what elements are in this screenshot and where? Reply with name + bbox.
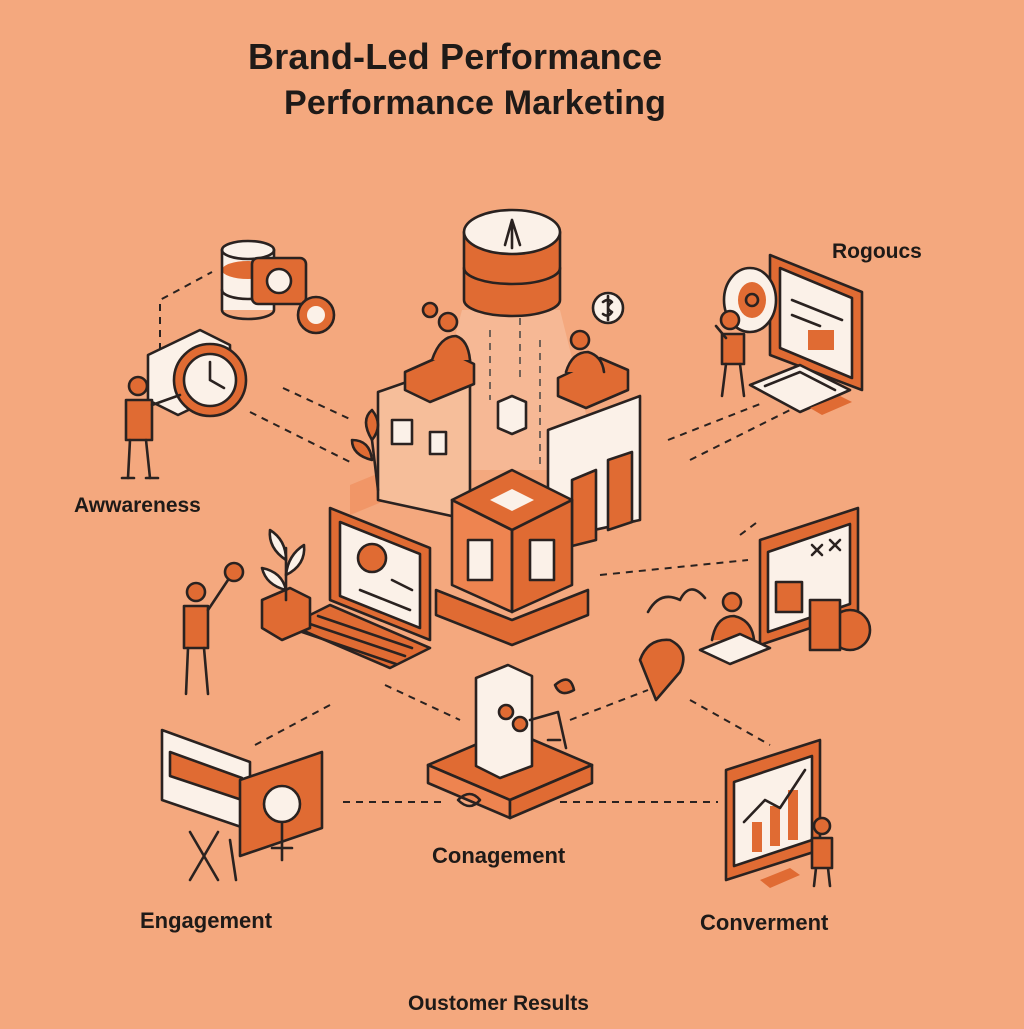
engagement-billboard-icon [160, 728, 324, 882]
converment-chart-icon [724, 738, 834, 888]
person-left-platform [403, 301, 476, 404]
label-rogoucs: Rogoucs [832, 240, 922, 263]
label-converment: Converment [700, 910, 829, 935]
analyst-person-icon [638, 588, 772, 702]
label-conagement: Conagement [432, 843, 566, 868]
awareness-plant-icon [350, 408, 380, 492]
awareness-clock-icon [146, 328, 248, 418]
label-awareness: Awwareness [74, 494, 201, 517]
engagement-person-icon [182, 561, 245, 696]
profile-screen-icon [758, 506, 872, 652]
label-customer-results: Oustomer Results [408, 992, 589, 1015]
potted-plant-icon [260, 528, 312, 642]
connector-lines [159, 271, 791, 803]
title-line-1: Brand-Led Performance [248, 36, 663, 77]
title-line-2: Performance Marketing [284, 84, 667, 122]
awareness-person-icon [120, 375, 182, 480]
label-engagement: Engagement [140, 908, 273, 933]
rogoucs-person-icon [714, 309, 746, 398]
awareness-database-chat-icon [220, 239, 336, 335]
engagement-laptop-icon [288, 506, 432, 670]
conagement-platform-icon [426, 663, 594, 820]
person-right-platform [556, 291, 630, 410]
top-drum-icon [462, 208, 562, 318]
